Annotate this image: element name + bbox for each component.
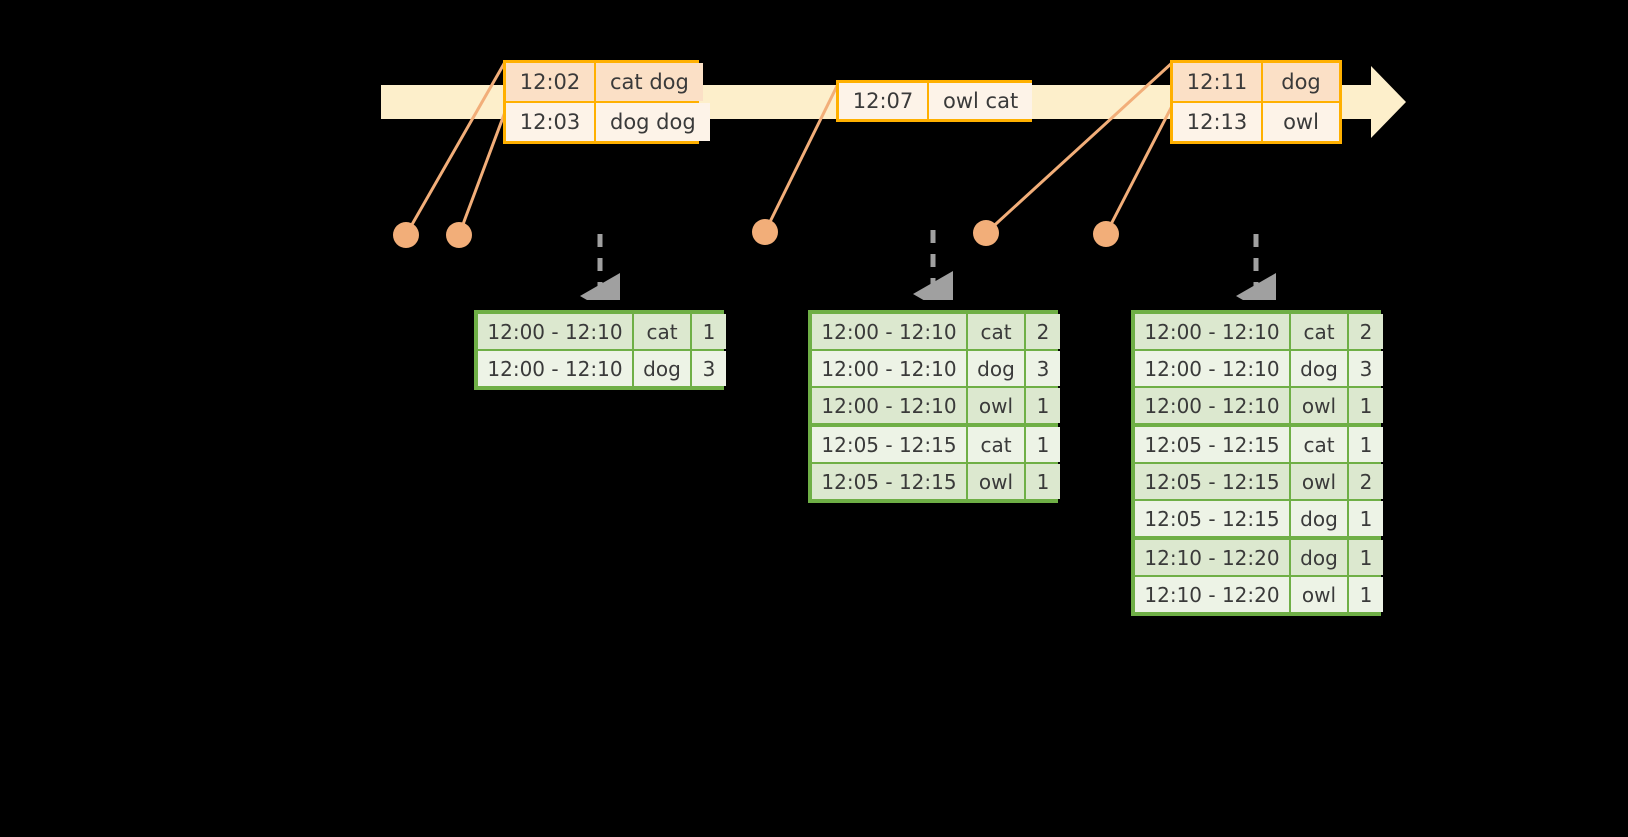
event-time: 12:11 xyxy=(1173,63,1263,101)
event-time: 12:07 xyxy=(839,83,929,119)
cell-count: 1 xyxy=(1026,464,1060,499)
event-dots xyxy=(393,219,1119,248)
connector-4 xyxy=(984,60,1175,235)
cell-word: dog xyxy=(968,351,1026,386)
cell-window: 12:10 - 12:20 xyxy=(1135,540,1291,575)
event-group-1[interactable]: 12:02 cat dog 12:03 dog dog xyxy=(503,60,710,144)
event-group-2[interactable]: 12:07 owl cat xyxy=(836,80,1033,122)
cell-window: 12:00 - 12:10 xyxy=(812,351,968,386)
cell-count: 1 xyxy=(1349,388,1383,423)
cell-count: 1 xyxy=(1349,577,1383,612)
event-row[interactable]: 12:11 dog xyxy=(1173,63,1339,101)
event-words: owl cat xyxy=(929,83,1033,119)
cell-count: 1 xyxy=(1349,427,1383,462)
cell-count: 2 xyxy=(1349,464,1383,499)
event-row[interactable]: 12:02 cat dog xyxy=(506,63,703,101)
cell-word: cat xyxy=(634,314,692,349)
event-words: dog dog xyxy=(596,103,710,141)
event-time: 12:13 xyxy=(1173,103,1263,141)
event-dot-2 xyxy=(446,222,472,248)
cell-count: 2 xyxy=(1349,314,1383,349)
cell-word: dog xyxy=(1291,540,1349,575)
cell-word: owl xyxy=(968,464,1026,499)
cell-window: 12:05 - 12:15 xyxy=(812,427,968,462)
cell-word: cat xyxy=(968,427,1026,462)
cell-count: 3 xyxy=(692,351,726,386)
cell-count: 1 xyxy=(1349,501,1383,536)
timeline-graphics xyxy=(381,60,1406,300)
event-dot-3 xyxy=(752,219,778,245)
cell-word: dog xyxy=(634,351,692,386)
event-words: owl xyxy=(1263,103,1339,141)
event-group-3[interactable]: 12:11 dog 12:13 owl xyxy=(1170,60,1342,144)
connector-2 xyxy=(457,103,510,236)
cell-word: cat xyxy=(1291,427,1349,462)
event-time: 12:03 xyxy=(506,103,596,141)
cell-window: 12:00 - 12:10 xyxy=(478,314,634,349)
cell-window: 12:05 - 12:15 xyxy=(1135,427,1291,462)
cell-window: 12:10 - 12:20 xyxy=(1135,577,1291,612)
cell-word: owl xyxy=(1291,577,1349,612)
cell-window: 12:00 - 12:10 xyxy=(478,351,634,386)
cell-word: owl xyxy=(1291,464,1349,499)
cell-count: 2 xyxy=(1026,314,1060,349)
connector-1 xyxy=(404,61,507,236)
cell-word: dog xyxy=(1291,501,1349,536)
event-row[interactable]: 12:13 owl xyxy=(1173,101,1339,141)
connector-5 xyxy=(1104,103,1175,235)
cell-count: 1 xyxy=(1026,427,1060,462)
cell-count: 1 xyxy=(1026,388,1060,423)
down-arrows xyxy=(580,230,1276,300)
cell-window: 12:05 - 12:15 xyxy=(1135,501,1291,536)
event-dot-4 xyxy=(973,220,999,246)
cell-word: cat xyxy=(968,314,1026,349)
cell-word: owl xyxy=(1291,388,1349,423)
cell-window: 12:05 - 12:15 xyxy=(812,464,968,499)
event-dot-1 xyxy=(393,222,419,248)
connector-3 xyxy=(763,81,841,233)
connector-lines xyxy=(404,60,1175,236)
cell-word: cat xyxy=(1291,314,1349,349)
event-row[interactable]: 12:07 owl cat xyxy=(839,83,1033,119)
cell-window: 12:00 - 12:10 xyxy=(812,388,968,423)
event-row[interactable]: 12:03 dog dog xyxy=(506,101,710,141)
cell-window: 12:05 - 12:15 xyxy=(1135,464,1291,499)
cell-count: 1 xyxy=(1349,540,1383,575)
cell-window: 12:00 - 12:10 xyxy=(1135,351,1291,386)
cell-count: 1 xyxy=(692,314,726,349)
cell-count: 3 xyxy=(1349,351,1383,386)
cell-word: dog xyxy=(1291,351,1349,386)
cell-window: 12:00 - 12:10 xyxy=(1135,388,1291,423)
cell-window: 12:00 - 12:10 xyxy=(1135,314,1291,349)
event-dot-5 xyxy=(1093,221,1119,247)
event-words: cat dog xyxy=(596,63,703,101)
event-time: 12:02 xyxy=(506,63,596,101)
cell-count: 3 xyxy=(1026,351,1060,386)
cell-word: owl xyxy=(968,388,1026,423)
event-words: dog xyxy=(1263,63,1339,101)
cell-window: 12:00 - 12:10 xyxy=(812,314,968,349)
